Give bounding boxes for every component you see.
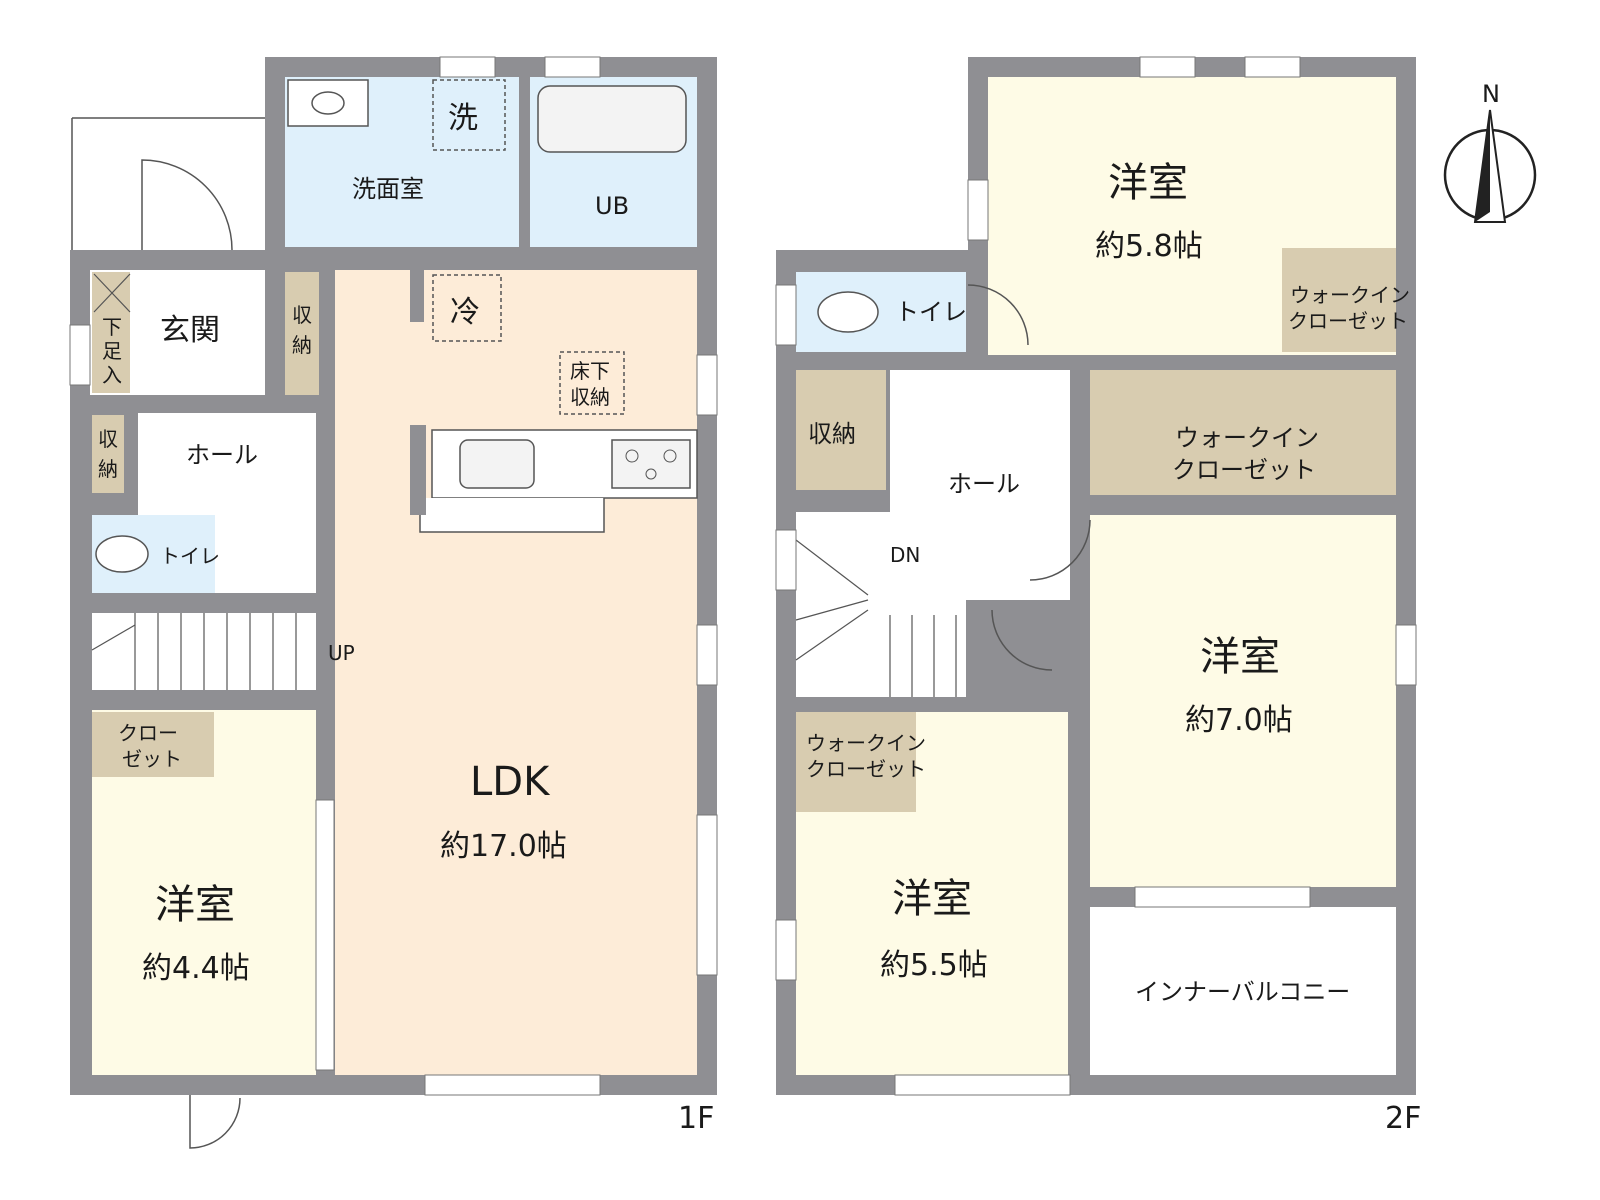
inner-balcony-room [1090,907,1396,1075]
room-name-storage-2f: 収納 [808,420,856,448]
room-size-western-east: 約7.0帖 [1185,703,1293,738]
room-name-western-east: 洋室 [1200,634,1280,680]
toilet-2f-icon [817,291,879,333]
western-east-room [1090,515,1396,887]
room-name-hall-2f: ホール [948,470,1020,498]
room-name-western-north: 洋室 [1108,160,1188,206]
wic-south-line-1: ウォークイン [806,731,926,755]
floor-2f [775,56,1417,1096]
toilet-icon [95,535,149,573]
wic-north-room [1282,248,1396,352]
room-name-fridge: 冷 [450,295,480,330]
storage-a-line-2: 納 [292,333,312,357]
floor-label-2f: 2F [1385,1101,1421,1136]
stairs-down-label: DN [890,543,920,567]
compass-label: N [1482,80,1500,108]
fridge-space [432,274,502,342]
sink-icon [459,439,535,489]
shoe-storage-line-2: 足 [102,339,122,363]
room-name-western: 洋室 [155,882,235,928]
closet-room [92,712,214,777]
room-size-western-south: 約5.5帖 [880,948,988,983]
closet-line-2: ゼット [122,747,182,771]
room-size-western-north: 約5.8帖 [1095,229,1203,264]
room-size-western: 約4.4帖 [142,951,250,986]
floor-label-1f: 1F [678,1101,714,1136]
wic-north-line-1: ウォークイン [1290,283,1410,307]
shoe-storage-line-3: 入 [102,363,122,387]
shoe-storage-line-1: 下 [102,315,122,339]
closet-line-1: クロー [118,721,178,745]
wic-south-line-2: クローゼット [806,757,926,781]
door-swing-icon [141,159,233,251]
wic-center-line-1: ウォークイン [1175,424,1319,452]
storage-b-room [92,415,124,493]
storage-2f-room [796,370,886,490]
room-name-western-south: 洋室 [892,876,972,922]
room-name-entrance: 玄関 [160,313,220,348]
floor-1f [69,56,718,1149]
basin-icon [287,79,369,127]
room-name-washroom: 洗面室 [352,175,424,203]
underfloor-line-1: 床下 [570,359,610,383]
room-name-washer: 洗 [448,101,478,136]
stairs-2f [796,512,966,697]
compass: N [1443,80,1537,223]
ldk-room [335,270,697,1075]
storage-a-line-1: 収 [292,303,312,327]
room-name-toilet-2f: トイレ [895,298,967,326]
stairs-up-label: UP [328,641,355,665]
washer-space [432,79,506,151]
storage-b-line-1: 収 [98,427,118,451]
room-name-bath: UB [595,192,629,220]
storage-b-line-2: 納 [98,457,118,481]
wic-north-line-2: クローゼット [1288,309,1408,333]
wic-south-room [796,712,916,812]
room-name-toilet: トイレ [160,544,220,568]
storage-a-room [285,272,319,395]
room-name-inner-balcony: インナーバルコニー [1135,978,1350,1006]
room-name-hall: ホール [186,441,258,469]
wic-center-room [1090,370,1396,495]
underfloor-line-2: 収納 [570,385,610,409]
stove-icon [611,439,691,489]
underfloor-storage [559,351,625,415]
room-size-ldk: 約17.0帖 [440,829,567,864]
bathtub-icon [537,85,687,153]
wic-center-line-2: クローゼット [1172,456,1316,484]
room-name-ldk: LDK [470,759,551,805]
